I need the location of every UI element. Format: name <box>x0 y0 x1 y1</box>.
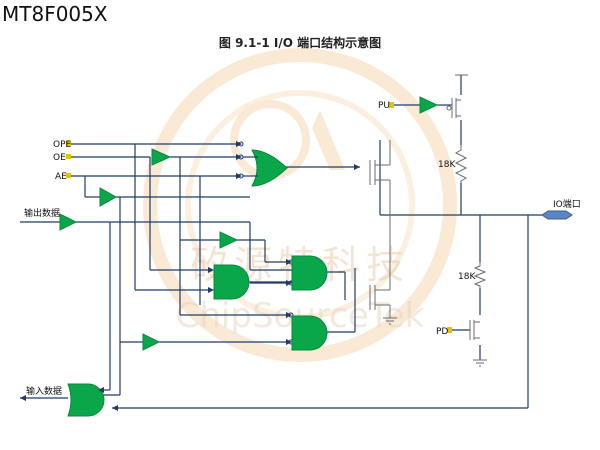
ope-label: OPE <box>53 140 72 150</box>
ae-buffer <box>99 187 118 207</box>
pullup-resistor-label: 18K <box>438 160 456 170</box>
input-schmitt-gate <box>67 383 105 417</box>
pu-pad <box>389 102 394 108</box>
data-out-buffer <box>59 213 78 231</box>
ae-pad <box>66 173 71 178</box>
oe-pad <box>66 154 71 159</box>
pu-buffer <box>419 96 439 114</box>
data-out-label: 输出数据 <box>24 207 60 219</box>
pd-pad <box>447 327 452 333</box>
input-pins <box>66 141 71 178</box>
output-transistors <box>369 140 397 325</box>
mid-buffer <box>219 231 239 249</box>
wire-arrows <box>20 141 360 411</box>
ope-pad <box>66 141 71 146</box>
data-in-label: 输入数据 <box>26 385 62 397</box>
buffer-gates <box>59 96 439 351</box>
pulldown-transistor <box>469 320 487 367</box>
lower-buffer <box>142 333 161 351</box>
ae-label: AE <box>55 172 67 182</box>
oe-buffer <box>151 148 172 166</box>
middle-and-gate <box>213 264 250 300</box>
pulldown-resistor <box>473 262 487 288</box>
io-port-label: IO端口 <box>553 198 581 210</box>
io-port-connector <box>541 210 573 220</box>
pulldown-resistor-label: 18K <box>458 272 476 282</box>
pullup-resistor <box>454 145 468 183</box>
pu-label: PU <box>378 101 390 111</box>
figure-title: 图 9.1-1 I/O 端口结构示意图 <box>218 36 382 50</box>
pd-label: PD <box>436 327 448 337</box>
enable-or-gate <box>251 149 288 187</box>
oe-label: OE <box>53 153 66 163</box>
document-title: MT8F005X <box>2 2 108 26</box>
pullup-transistor <box>446 74 468 118</box>
signal-wires <box>20 75 555 409</box>
upper-and-gate <box>291 255 328 291</box>
lower-and-gate <box>291 315 328 351</box>
